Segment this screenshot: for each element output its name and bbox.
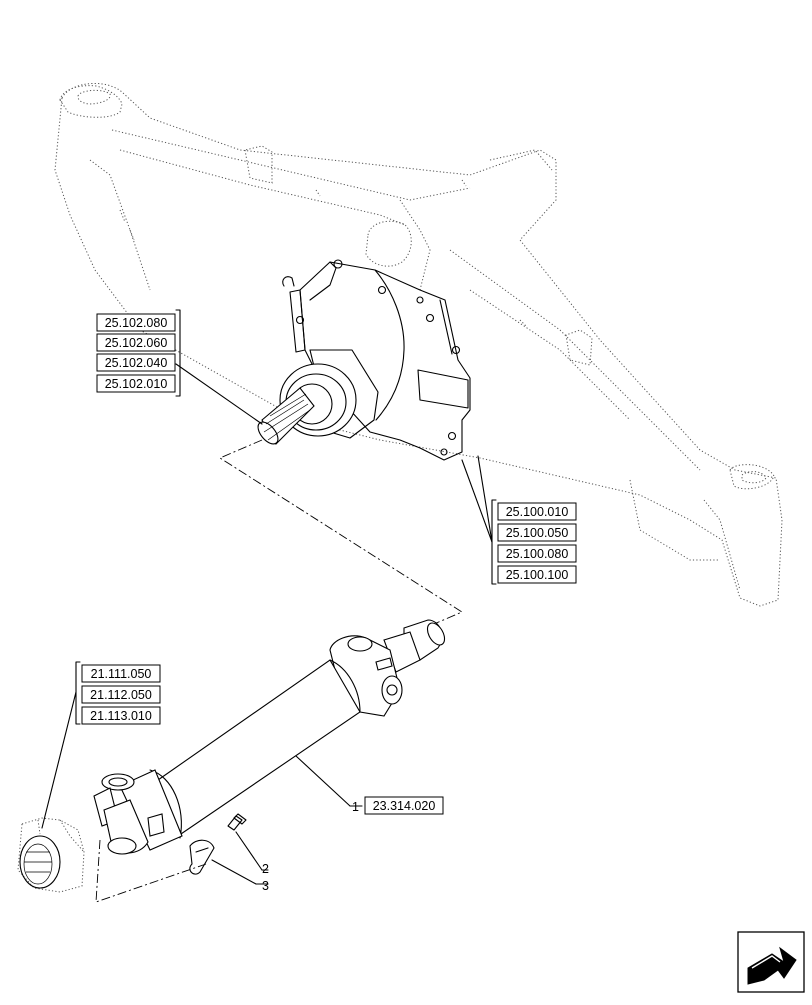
ref-box[interactable]: 25.100.050 [497, 523, 577, 542]
ref-box[interactable]: 25.102.010 [96, 374, 176, 393]
drive-shaft [93, 619, 446, 855]
ref-label: 25.102.040 [105, 356, 168, 370]
axle-housing [54, 82, 783, 607]
ref-box[interactable]: 25.100.100 [497, 565, 577, 584]
ref-box[interactable]: 21.113.010 [81, 706, 161, 725]
ref-label: 21.113.010 [90, 709, 152, 723]
ref-label: 25.100.100 [506, 568, 569, 582]
clip [189, 839, 215, 875]
ref-label: 25.100.050 [506, 526, 569, 540]
next-page-arrow-icon[interactable] [737, 931, 805, 993]
callout-3[interactable]: 3 [255, 879, 269, 893]
ref-label: 25.102.060 [105, 336, 168, 350]
ref-label: 21.112.050 [90, 688, 152, 702]
ref-box[interactable]: 25.102.040 [96, 353, 176, 372]
callout-number: 3 [262, 879, 269, 893]
callout-number: 1 [352, 800, 359, 814]
ref-group-25-100: 25.100.010 25.100.050 25.100.080 25.100.… [491, 499, 577, 585]
ref-label: 23.314.020 [373, 799, 436, 813]
assembly-line-pinion [219, 439, 463, 637]
callout-2[interactable]: 2 [261, 862, 269, 876]
companion-flange [17, 817, 85, 893]
callout-number: 2 [262, 862, 269, 876]
ref-label: 25.100.010 [506, 505, 569, 519]
ref-label: 25.100.080 [506, 547, 569, 561]
leader-lines [41, 363, 493, 885]
differential-carrier [257, 259, 471, 461]
ref-box[interactable]: 25.100.080 [497, 544, 577, 563]
ref-box[interactable]: 25.100.010 [497, 502, 577, 521]
ref-label: 25.102.080 [105, 316, 168, 330]
ref-label: 21.111.050 [91, 667, 152, 681]
ref-group-25-102: 25.102.080 25.102.060 25.102.040 25.102.… [96, 309, 181, 397]
ref-box[interactable]: 25.102.080 [96, 313, 176, 332]
ref-box[interactable]: 25.102.060 [96, 333, 176, 352]
assembly-line-flange [95, 839, 207, 903]
ref-group-21-11x: 21.111.050 21.112.050 21.113.010 [75, 661, 161, 725]
ref-label: 25.102.010 [105, 377, 168, 391]
ref-box[interactable]: 21.112.050 [81, 685, 161, 704]
callout-1[interactable]: 1 23.314.020 [349, 796, 444, 815]
ref-box[interactable]: 21.111.050 [81, 664, 161, 683]
bolt [227, 813, 247, 831]
